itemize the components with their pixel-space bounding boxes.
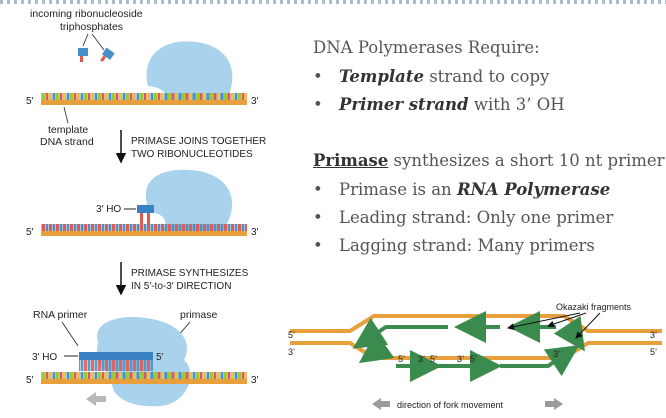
b2-text: Leading strand: Only one primer <box>339 208 614 227</box>
primase-enzyme <box>146 41 233 104</box>
bullet-lagging: • Lagging strand: Many primers <box>313 236 595 255</box>
three-prime-label: 3′ <box>251 227 259 238</box>
template-dna-strand <box>41 100 247 105</box>
primase-label: primase <box>180 309 218 321</box>
bullet-leading: • Leading strand: Only one primer <box>313 208 613 227</box>
bullet-dot: • <box>313 180 323 199</box>
fork-3prime-bottom: 3’ <box>288 347 295 357</box>
template-bases <box>41 93 247 102</box>
primase-word: Primase <box>313 151 389 170</box>
template-label-1: template <box>48 124 88 136</box>
fork-5prime-top: 5’ <box>288 330 295 340</box>
bullet-dot: • <box>313 208 323 227</box>
b3-text: Lagging strand: Many primers <box>339 236 595 255</box>
left-arrow-icon <box>86 392 106 406</box>
replication-fork <box>290 311 662 382</box>
right-arrow-icon <box>545 398 563 410</box>
ho-label: 3′ HO <box>96 204 121 215</box>
primase-enzyme <box>145 169 233 232</box>
fork-5prime-label: 5’ <box>398 354 405 364</box>
bullet-dot: • <box>313 95 323 114</box>
fork-3prime-label: 3’ <box>553 349 560 359</box>
template-dna-strand <box>41 379 247 384</box>
template-bases <box>41 372 247 381</box>
left-arrow-icon <box>372 398 390 410</box>
top-border <box>0 0 666 4</box>
primer-rest: with 3’ OH <box>468 95 565 114</box>
rna-dinucleotide <box>137 205 154 213</box>
template-bases <box>41 224 247 233</box>
bullet-dot: • <box>313 236 323 255</box>
primer-em: Primer strand <box>339 95 469 114</box>
three-prime-label: 3′ <box>251 96 259 107</box>
b1-text: Primase is an <box>339 180 457 199</box>
fork-3prime-right: 3’ <box>650 330 657 340</box>
heading: DNA Polymerases Require: <box>313 38 540 57</box>
step1-label-a: PRIMASE JOINS TOGETHER <box>131 136 266 147</box>
template-dna-strand <box>41 231 247 236</box>
template-label-2: DNA strand <box>40 136 94 148</box>
b1-em: RNA Polymerase <box>456 180 611 199</box>
fork-5prime-label: 5’ <box>470 354 477 364</box>
fork-5prime-label: 5’ <box>430 354 437 364</box>
incoming-label: incoming ribonucleoside <box>30 8 143 20</box>
direction-label: direction of fork movement <box>397 400 504 410</box>
rna-primer-label: RNA primer <box>33 309 88 321</box>
primase-rest: synthesizes a short 10 nt primer <box>388 151 665 170</box>
step2-label-a: PRIMASE SYNTHESIZES <box>131 268 249 279</box>
fork-3prime-label: 3’ <box>418 354 425 364</box>
bullet-dot: • <box>313 67 323 86</box>
step1-label-b: TWO RIBONUCLEOTIDES <box>131 149 253 160</box>
bullet-template: • Template strand to copy <box>313 67 549 86</box>
three-prime-label: 3′ <box>251 375 259 386</box>
five-prime-label: 5′ <box>26 96 34 107</box>
five-prime-label: 5′ <box>156 352 164 363</box>
five-prime-label: 5′ <box>26 227 34 238</box>
template-rest: strand to copy <box>423 67 550 86</box>
rna-primer <box>79 352 153 360</box>
ribonucleotide-icon <box>100 47 115 62</box>
okazaki-label: Okazaki fragments <box>556 302 632 312</box>
bullet-primer: • Primer strand with 3’ OH <box>313 95 565 114</box>
five-prime-label: 5′ <box>26 375 34 386</box>
primer-bases <box>79 360 153 371</box>
fork-3prime-label: 3’ <box>457 354 464 364</box>
triphosphates-label: triphosphates <box>60 21 123 33</box>
step2-label-b: IN 5′-to-3′ DIRECTION <box>131 281 231 292</box>
primase-line: Primase synthesizes a short 10 nt primer <box>313 151 665 170</box>
bullet-rna-polymerase: • Primase is an RNA Polymerase <box>313 180 610 199</box>
ho-label: 3′ HO <box>32 352 57 363</box>
fork-5prime-right: 5’ <box>650 347 657 357</box>
ribonucleotide-icon <box>78 48 88 62</box>
template-em: Template <box>339 67 424 86</box>
